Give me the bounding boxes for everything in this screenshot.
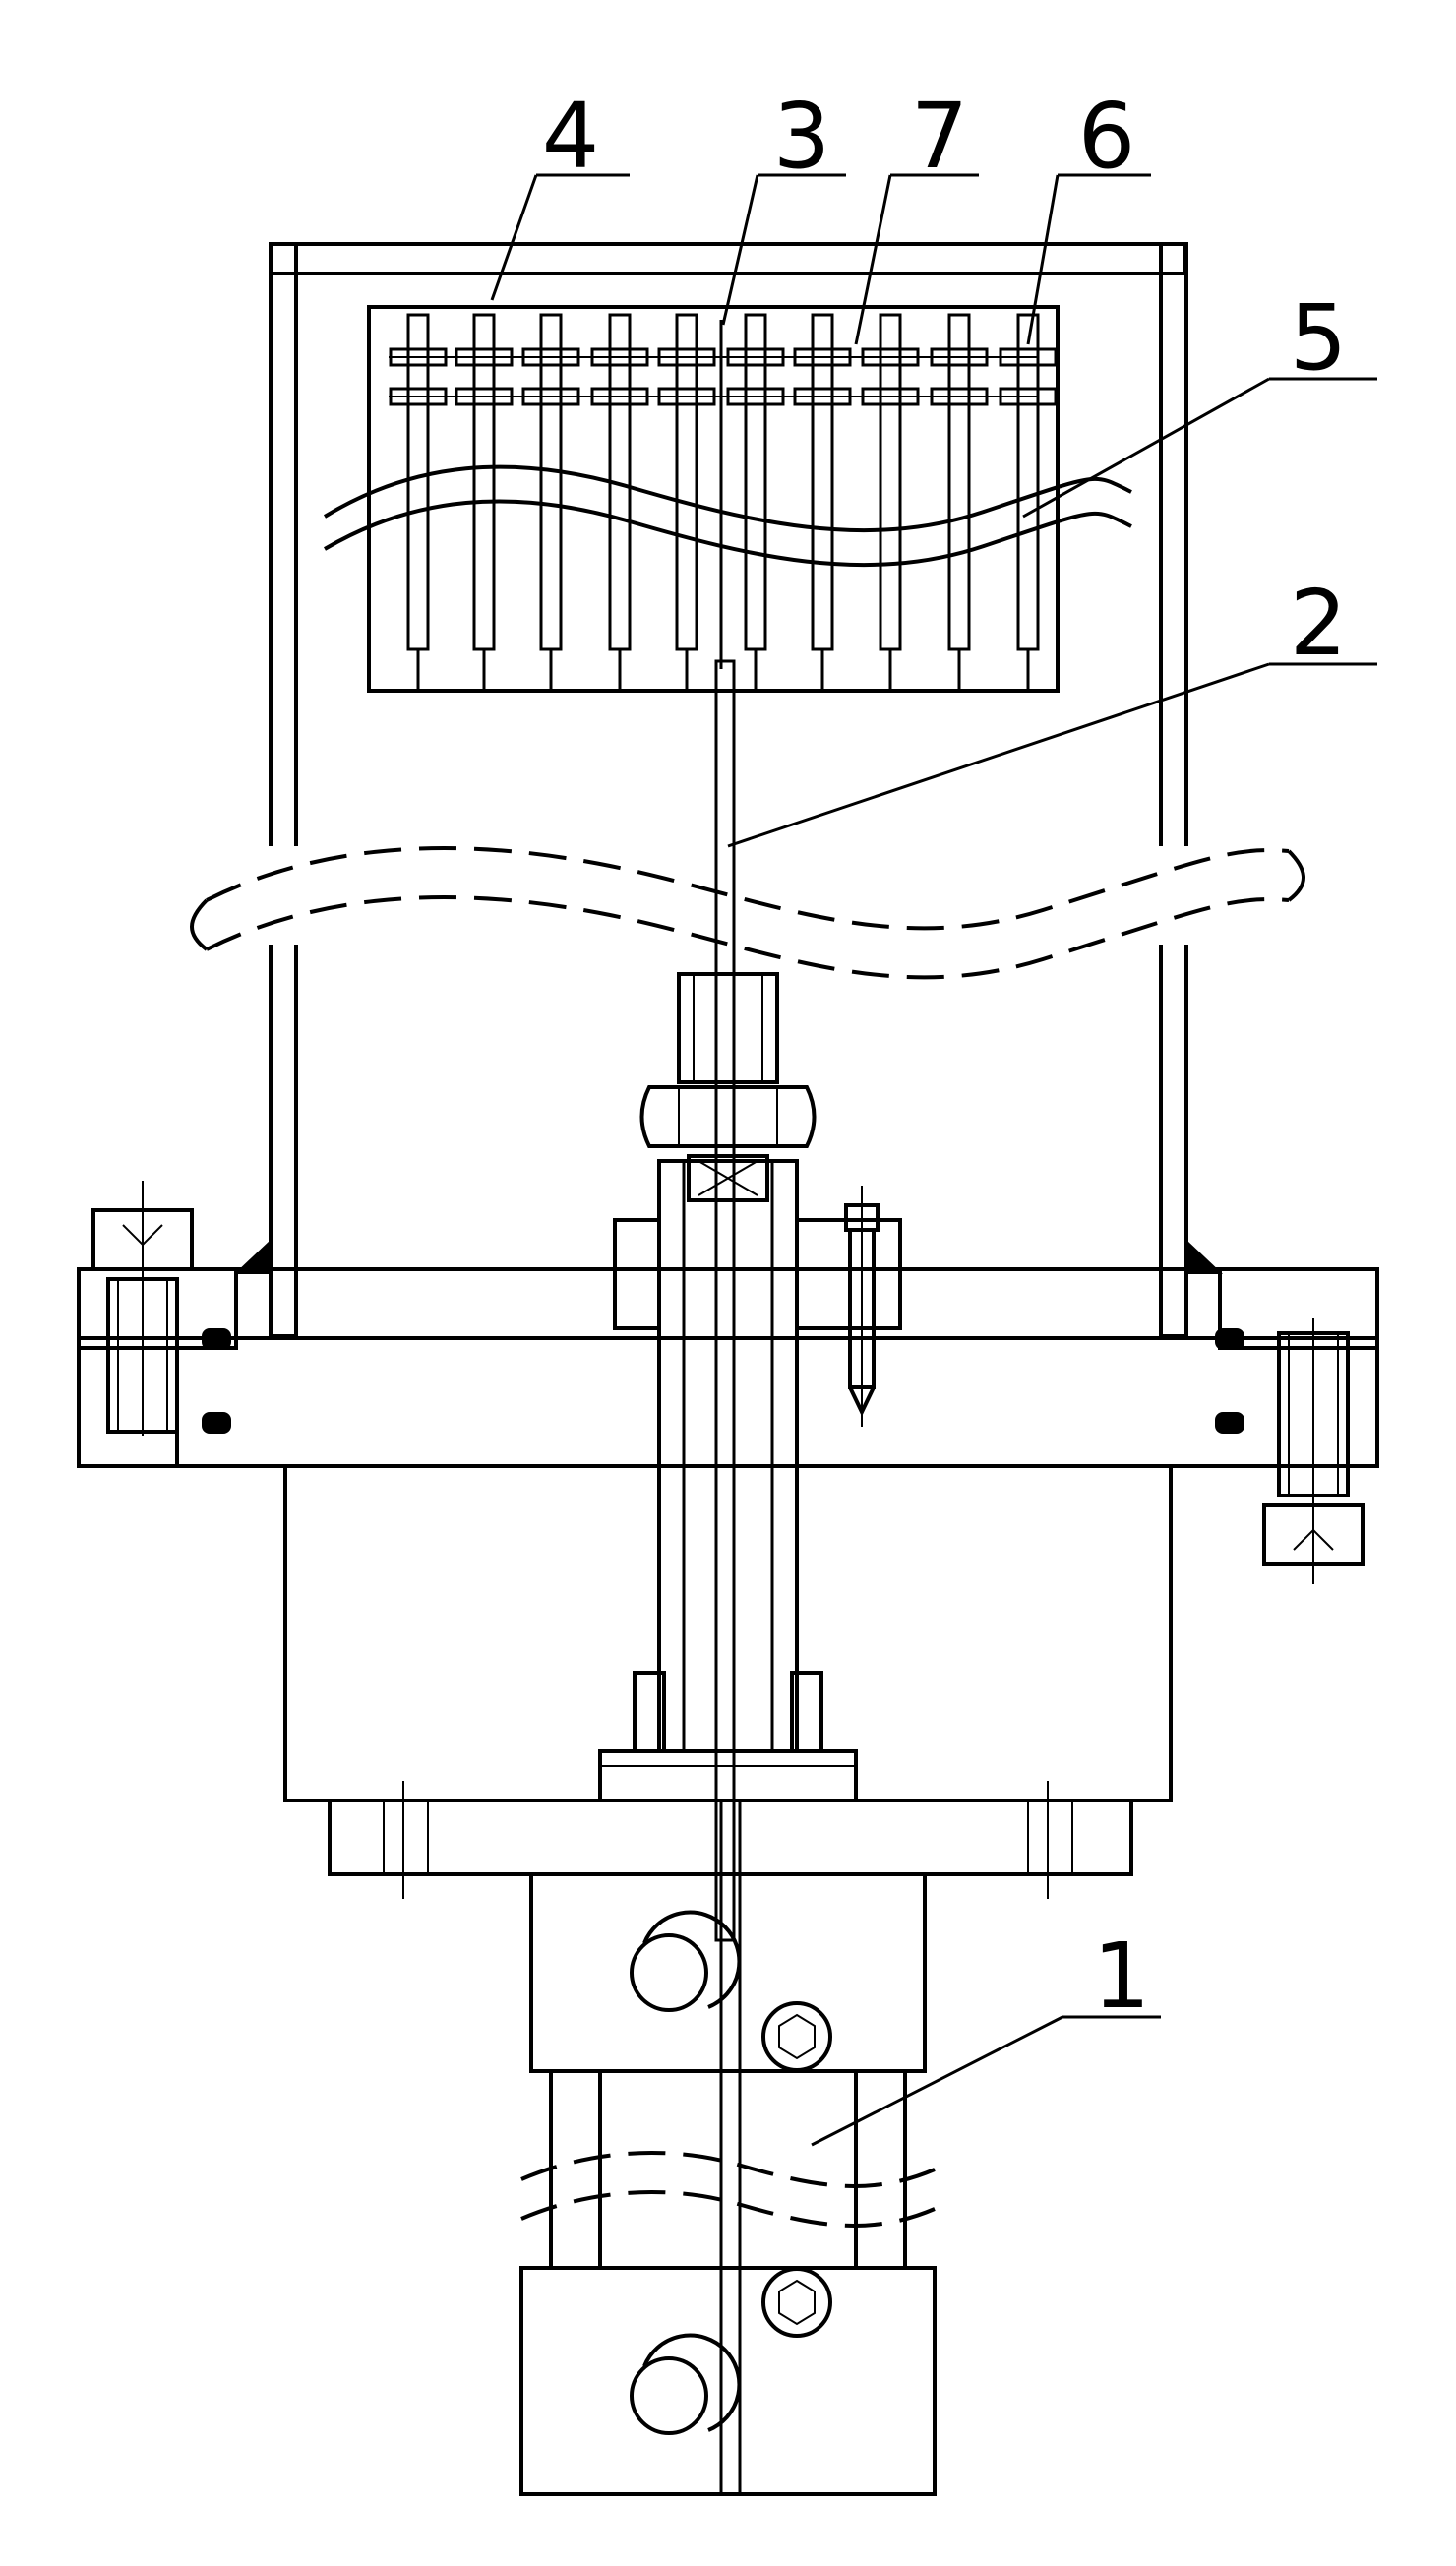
leader-lines (490, 173, 1377, 2147)
cylinder (519, 1801, 937, 2496)
break-line-middle (206, 846, 1290, 931)
label-part-7: 7 (911, 84, 969, 189)
set-screw (844, 1186, 880, 1427)
mount-plate (328, 1781, 1133, 1899)
o-rings (202, 1328, 1244, 1434)
terminal-rods (389, 313, 1058, 689)
wire-rod (714, 659, 736, 1942)
break-cap-left (190, 898, 209, 951)
label-part-1: 1 (1093, 1924, 1151, 2029)
bolt-right (1262, 1318, 1365, 1584)
housing (234, 242, 1223, 1338)
flange-plate (77, 1267, 1379, 1468)
rod-in-bore (714, 1159, 736, 1753)
label-part-5: 5 (1290, 285, 1348, 391)
label-part-3: 3 (773, 84, 831, 189)
bore-tube (682, 1159, 774, 1753)
break-cap-right (1287, 849, 1305, 902)
label-part-4: 4 (542, 84, 600, 189)
break-line-middle-2 (206, 895, 1290, 980)
label-part-6: 6 (1078, 84, 1136, 189)
label-part-2: 2 (1290, 571, 1348, 676)
break-line-upper (323, 464, 1132, 533)
bolt-left (91, 1181, 194, 1436)
break-line-upper-2 (323, 499, 1132, 568)
central-bore (657, 1159, 799, 1753)
bottom-seat (598, 1749, 858, 1802)
packing-left (613, 1218, 661, 1330)
gland-fitting (639, 972, 817, 1202)
